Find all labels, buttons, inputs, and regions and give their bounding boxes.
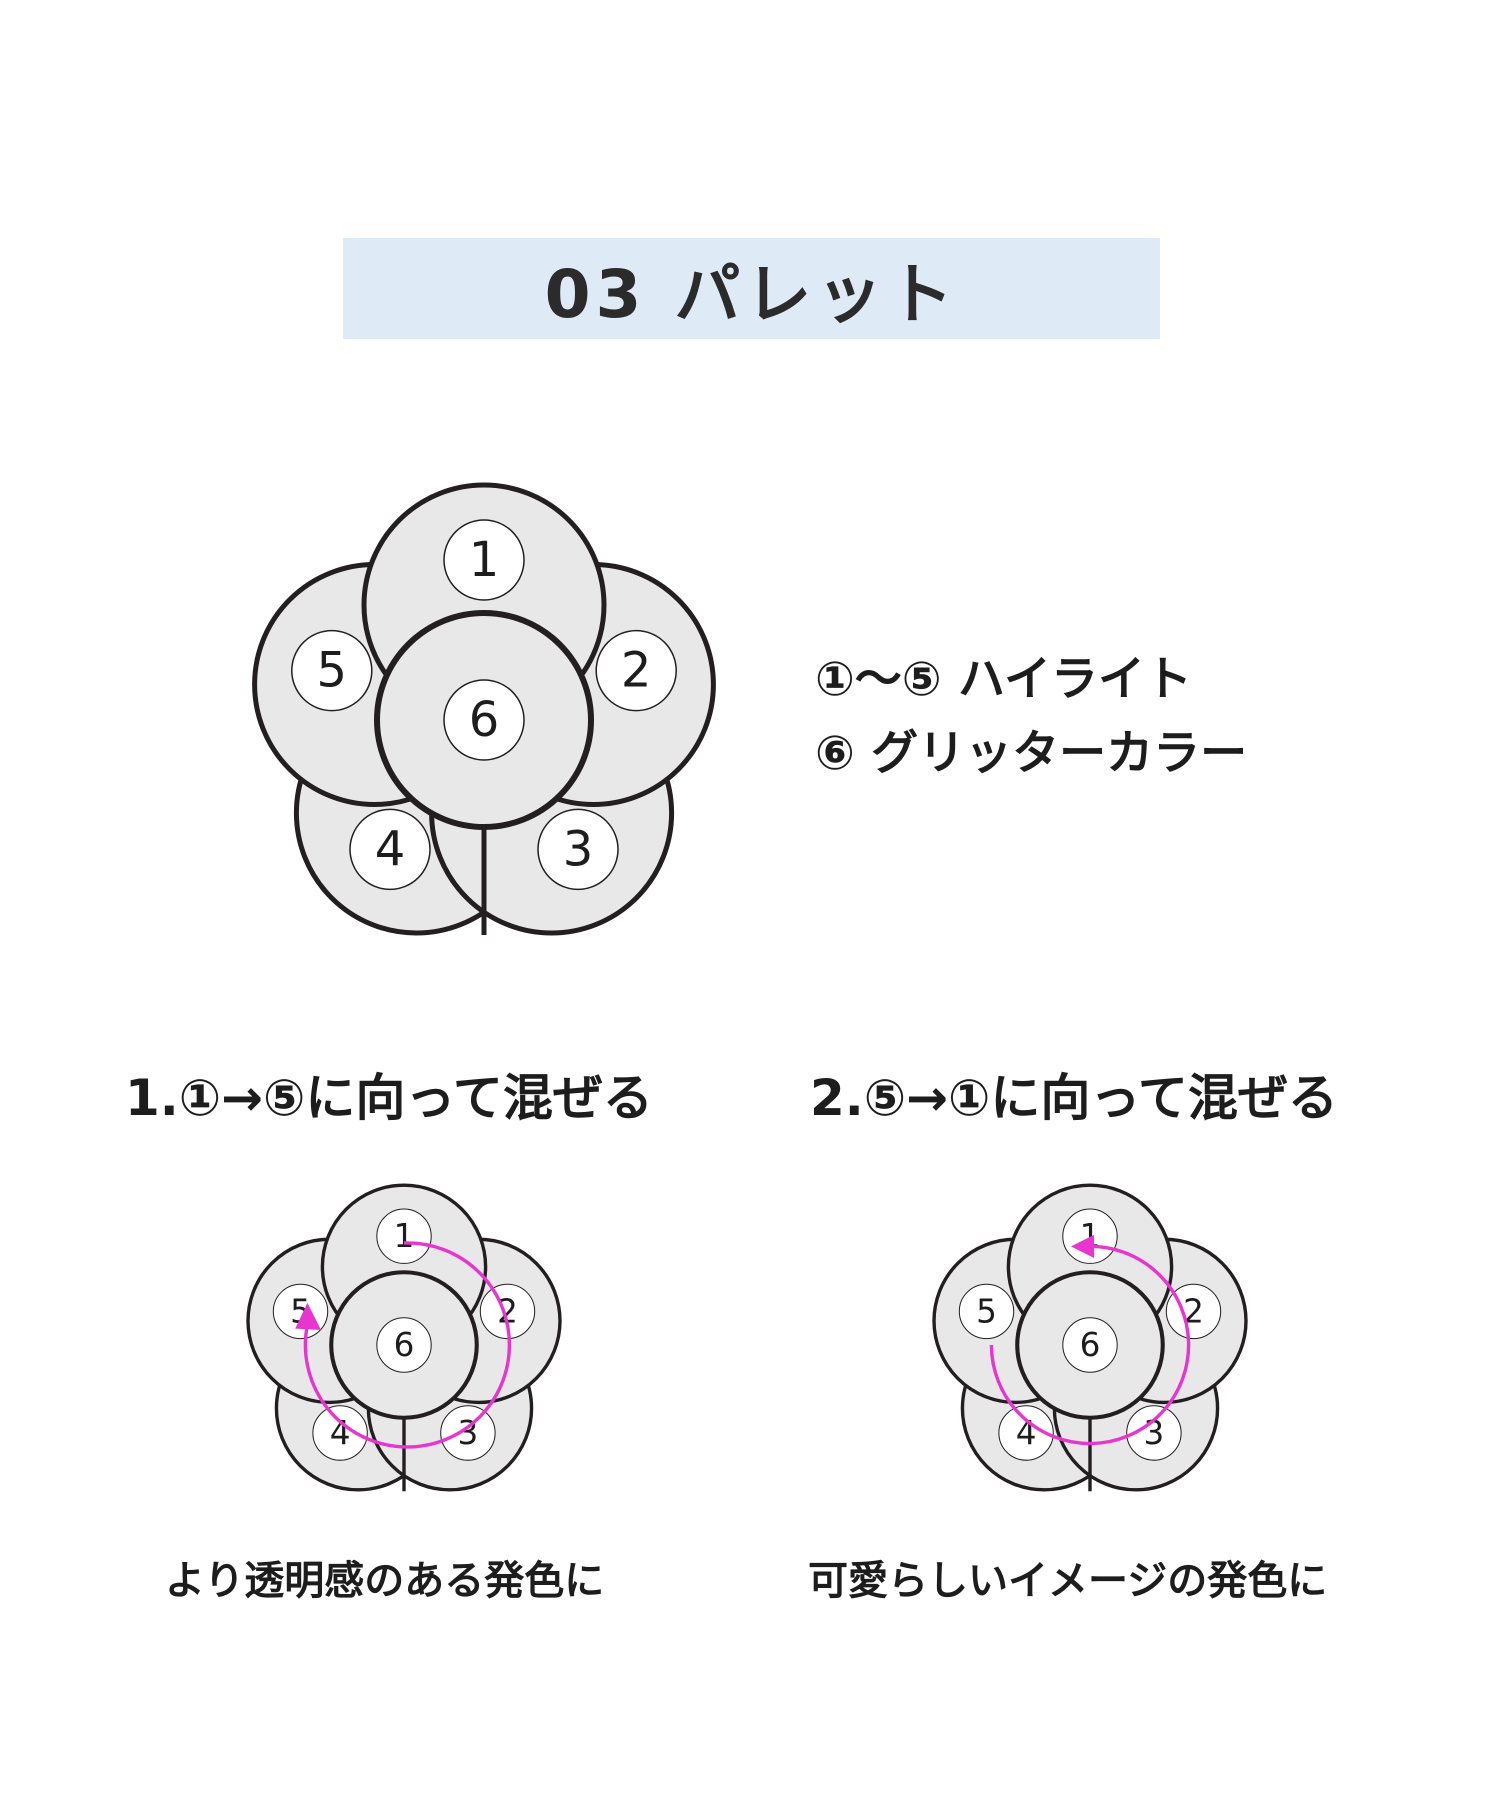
method1-petal-2-number: 2	[497, 1292, 518, 1330]
main-center-badge	[443, 679, 525, 761]
legend-glitter: ⑥ グリッターカラー	[815, 726, 1248, 781]
main-petal-4-badge	[349, 808, 431, 891]
method-2-heading: 2.⑤→①に向って混ぜる	[810, 1069, 1338, 1127]
main-petal-4-number: 4	[375, 821, 406, 877]
main-petal-2-number: 2	[621, 643, 652, 699]
method1-petal-1-badge	[376, 1208, 432, 1264]
method2-arrowhead	[1070, 1234, 1095, 1258]
main-petal-1-number: 1	[469, 532, 500, 588]
method2-petal-1-badge	[1062, 1208, 1118, 1264]
title-banner: 03 パレット	[343, 238, 1160, 339]
method2-mix-arrow	[989, 1244, 1191, 1446]
method1-petal-4-number: 4	[330, 1414, 351, 1452]
method-2-caption: 可愛らしいイメージの発色に	[808, 1558, 1328, 1604]
page-title: 03 パレット	[544, 255, 959, 333]
method1-center-number: 6	[394, 1326, 415, 1364]
method1-petal-4-badge	[312, 1405, 368, 1461]
method1-center-badge	[376, 1317, 432, 1373]
main-petal-3-badge	[537, 808, 619, 891]
method2-petal-4-badge	[998, 1405, 1054, 1461]
method2-center-badge	[1062, 1317, 1118, 1373]
method-1-caption: より透明感のある発色に	[165, 1558, 605, 1604]
main-petal-5-number: 5	[317, 643, 348, 699]
method2-petal-3-badge	[1126, 1405, 1182, 1461]
method2-petal-5-number: 5	[976, 1292, 997, 1330]
main-petal-5-badge	[291, 629, 373, 712]
method1-petal-2-badge	[479, 1283, 536, 1340]
method-1-heading: 1.①→⑤に向って混ぜる	[125, 1069, 653, 1127]
method2-petal-2-number: 2	[1183, 1292, 1204, 1330]
method2-center-number: 6	[1080, 1326, 1101, 1364]
method2-petal-2-badge	[1165, 1283, 1222, 1340]
method1-mix-arrow	[303, 1241, 512, 1449]
legend-highlight: ①〜⑤ ハイライト	[815, 652, 1193, 707]
main-petal-1-badge	[443, 519, 525, 601]
method1-petal-1-number: 1	[394, 1217, 415, 1255]
main-petal-2-badge	[595, 629, 677, 712]
method2-petal-5-badge	[958, 1283, 1015, 1340]
method1-petal-3-badge	[440, 1405, 496, 1461]
main-petal-3-number: 3	[563, 821, 594, 877]
main-center-number: 6	[469, 692, 500, 748]
method1-arrowhead	[295, 1302, 322, 1331]
